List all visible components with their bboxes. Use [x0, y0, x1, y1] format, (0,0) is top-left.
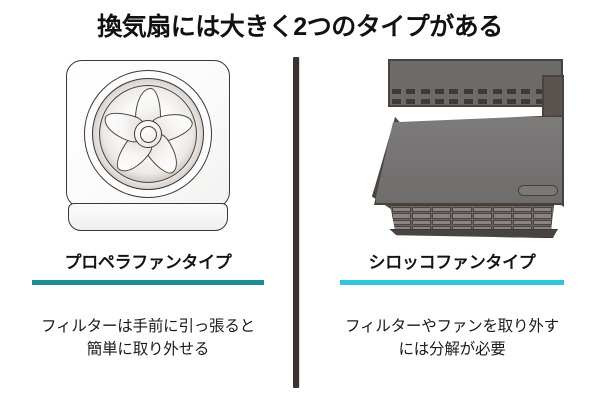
page-title: 換気扇には大きく2つのタイプがある [97, 13, 503, 41]
grille-cell [452, 219, 472, 225]
hood-vent-slot [392, 89, 401, 94]
grille-cell [492, 207, 512, 213]
grille-cell [512, 207, 532, 213]
description-line: フィルターやファンを取り外す [345, 318, 559, 335]
grille-cell [472, 219, 492, 225]
hood-top-panel-shape [388, 59, 563, 107]
grille-cell [532, 207, 552, 213]
hood-vent-slot [420, 99, 430, 104]
hood-filter-grille-shape [390, 205, 554, 233]
grille-cell [412, 219, 432, 225]
grille-cell [532, 213, 552, 219]
grille-cell [392, 219, 412, 225]
grille-cell [512, 219, 532, 225]
propeller-fan-illustration [4, 55, 292, 240]
fan-hub-inner-shape [139, 125, 157, 143]
grille-cell [392, 213, 412, 219]
hood-vent-slot [521, 99, 531, 104]
range-hood-illustration [308, 55, 596, 240]
hood-vent-slot [463, 89, 473, 94]
grille-cell [452, 213, 472, 219]
range-hood-graphic [326, 57, 581, 238]
caption-propeller: プロペラファンタイプ [64, 253, 232, 272]
column-sirocco: シロッコファンタイプ フィルターやファンを取り外す には分解が必要 [308, 55, 596, 390]
caption-underline-propeller [32, 280, 264, 285]
hood-vent-slot [392, 99, 401, 104]
hood-vent-slot [492, 89, 502, 94]
hood-vent-slot [449, 99, 459, 104]
description-line: フィルターは手前に引っ張ると [41, 318, 255, 335]
grille-cell [492, 213, 512, 219]
description-propeller: フィルターは手前に引っ張ると 簡単に取り外せる [4, 315, 292, 362]
grille-cell [452, 207, 472, 213]
caption-underline-sirocco [340, 280, 564, 285]
grille-cell [392, 207, 412, 213]
grille-cell [492, 219, 512, 225]
hood-vent-slot [506, 89, 516, 94]
fan-blades-group [99, 85, 197, 183]
hood-vent-slot [435, 99, 445, 104]
vertical-divider [293, 57, 299, 388]
fan-base-shape [68, 203, 228, 231]
hood-vent-slot [521, 89, 531, 94]
hood-vent-slot [506, 99, 516, 104]
grille-cell [432, 219, 452, 225]
hood-vent-slot [478, 99, 488, 104]
hood-vent-slot-row [392, 99, 559, 104]
hood-vent-slot [449, 89, 459, 94]
hood-handle-shape [518, 185, 558, 196]
hood-vent-slot [406, 99, 416, 104]
description-line: には分解が必要 [398, 341, 506, 359]
hood-vent-slot-row [392, 89, 559, 94]
hood-bottom-edge-shape [389, 229, 558, 238]
grille-cell [412, 213, 432, 219]
grille-cell [432, 213, 452, 219]
grille-cell [532, 219, 552, 225]
grille-cell [472, 207, 492, 213]
hood-vent-slot [535, 89, 545, 94]
grille-cell [472, 213, 492, 219]
description-sirocco: フィルターやファンを取り外す には分解が必要 [308, 315, 596, 362]
grille-cell [412, 207, 432, 213]
caption-sirocco: シロッコファンタイプ [368, 253, 536, 272]
hood-vent-slot [420, 89, 430, 94]
hood-vent-slot [492, 99, 502, 104]
grille-cell [432, 207, 452, 213]
hood-vent-slots-group [392, 89, 559, 104]
grille-cell [512, 213, 532, 219]
hood-vent-slot [535, 99, 545, 104]
hood-vent-slot [478, 89, 488, 94]
hood-vent-slot [406, 89, 416, 94]
hood-vent-slot [435, 89, 445, 94]
hood-vent-slot [463, 99, 473, 104]
fan-unit-graphic [66, 60, 232, 235]
description-line: 簡単に取り外せる [86, 341, 210, 359]
column-propeller: プロペラファンタイプ フィルターは手前に引っ張ると 簡単に取り外せる [4, 55, 292, 390]
